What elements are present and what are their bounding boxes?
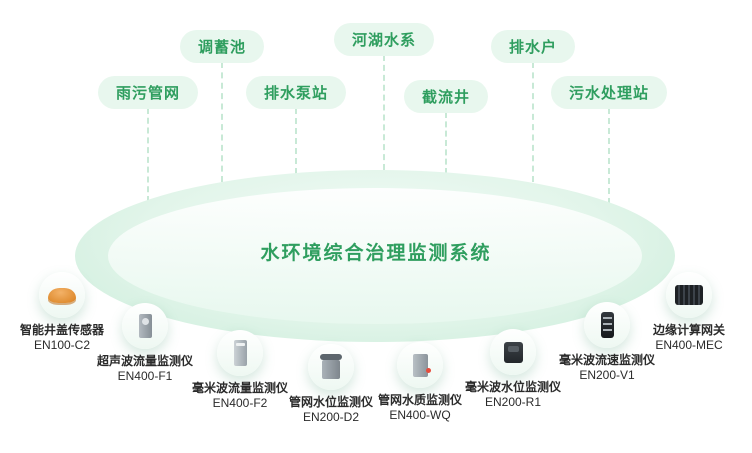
device-name: 边缘计算网关	[652, 323, 725, 337]
device-model: EN200-R1	[484, 395, 542, 409]
badge-river-lake-system: 河湖水系	[333, 23, 435, 56]
device-icon-circle	[584, 302, 630, 348]
device-name: 毫米波水位监测仪	[464, 380, 561, 394]
badge-drainage-user: 排水户	[490, 30, 576, 63]
connector-line	[295, 108, 297, 174]
mmwave-water-level-monitor-icon	[503, 341, 523, 363]
device-name: 超声波流量监测仪	[96, 354, 193, 368]
device-icon-circle	[397, 342, 443, 388]
mmwave-flow-monitor-icon	[233, 340, 247, 366]
device-icon-circle	[490, 329, 536, 375]
device-pipe-water-level-monitor: 管网水位监测仪 EN200-D2	[266, 344, 396, 425]
device-edge-gateway: 边缘计算网关 EN400-MEC	[624, 272, 752, 353]
connector-line	[608, 108, 610, 204]
ultrasonic-flow-monitor-icon	[138, 314, 152, 338]
badge-rain-sewage-network: 雨污管网	[97, 76, 199, 109]
system-title: 水环境综合治理监测系统	[260, 243, 492, 264]
device-model: EN400-F2	[212, 396, 268, 410]
device-icon-circle	[308, 344, 354, 390]
device-mmwave-velocity-monitor: 毫米波流速监测仪 EN200-V1	[542, 302, 672, 383]
device-name: 管网水质监测仪	[377, 393, 462, 407]
badge-regulating-pool: 调蓄池	[179, 30, 265, 63]
device-name: 智能井盖传感器	[19, 323, 104, 337]
device-name: 毫米波流量监测仪	[191, 381, 288, 395]
device-model: EN400-WQ	[389, 408, 451, 422]
device-icon-circle	[39, 272, 85, 318]
pipe-water-level-monitor-icon	[320, 354, 342, 379]
device-name: 管网水位监测仪	[288, 395, 373, 409]
connector-line	[532, 62, 534, 182]
device-name: 毫米波流速监测仪	[558, 353, 655, 367]
manhole-sensor-icon	[48, 287, 76, 303]
device-icon-circle	[122, 303, 168, 349]
device-smart-manhole-sensor: 智能井盖传感器 EN100-C2	[0, 272, 127, 353]
device-model: EN200-V1	[579, 368, 635, 382]
device-mmwave-flow-monitor: 毫米波流量监测仪 EN400-F2	[175, 330, 305, 411]
device-model: EN100-C2	[33, 338, 91, 352]
device-pipe-water-quality-monitor: 管网水质监测仪 EN400-WQ	[355, 342, 485, 423]
badge-interception-well: 截流井	[403, 80, 489, 113]
badge-drainage-pump-station: 排水泵站	[245, 76, 347, 109]
pipe-water-quality-monitor-icon	[412, 353, 431, 377]
device-mmwave-water-level-monitor: 毫米波水位监测仪 EN200-R1	[448, 329, 578, 410]
platform-ellipse-inner	[108, 188, 642, 324]
device-icon-circle	[217, 330, 263, 376]
edge-gateway-icon	[675, 285, 703, 305]
connector-line	[445, 112, 447, 174]
device-icon-circle	[666, 272, 712, 318]
connector-line	[221, 62, 223, 182]
connector-line	[147, 108, 149, 202]
device-model: EN400-MEC	[655, 338, 723, 352]
device-ultrasonic-flow-monitor: 超声波流量监测仪 EN400-F1	[80, 303, 210, 384]
device-model: EN200-D2	[302, 410, 360, 424]
badge-sewage-treatment-station: 污水处理站	[550, 76, 668, 109]
mmwave-velocity-monitor-icon	[600, 312, 614, 338]
connector-line	[383, 55, 385, 170]
device-model: EN400-F1	[117, 369, 173, 383]
